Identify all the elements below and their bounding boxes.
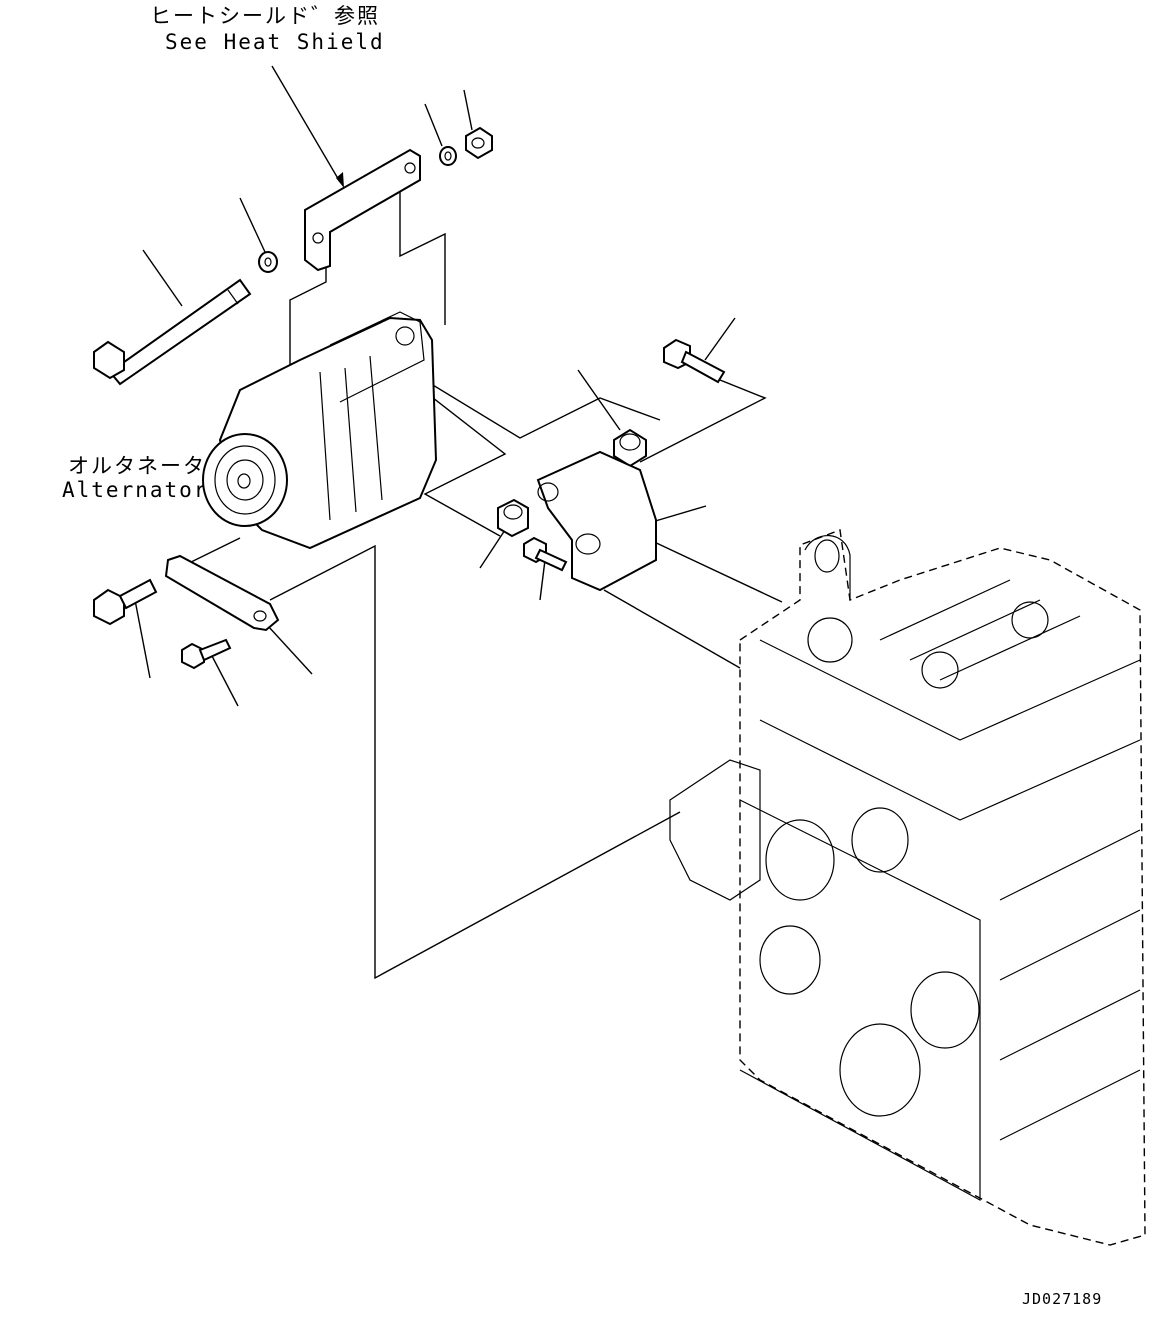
engine-head-lower-edge (759, 719, 1141, 821)
heat-shield-hole-a (312, 232, 324, 244)
heat-shield-plate (304, 148, 421, 272)
washer-mid (258, 251, 278, 273)
engine-case-opening-e (839, 1023, 921, 1117)
heat-shield-label-en: See Heat Shield (165, 30, 385, 54)
collar-shape (613, 428, 647, 468)
lower-small-bolt-head (181, 642, 205, 670)
engine-case-opening-a (765, 819, 835, 901)
washer-top-inner (444, 151, 452, 161)
alternator-pulley (202, 433, 288, 527)
small-bolt (523, 536, 568, 572)
assembly-lines (184, 185, 783, 980)
alternator-label-en: Alternator (62, 478, 209, 502)
spacer-hole (503, 504, 523, 520)
heat-shield-arrow (336, 172, 344, 188)
guide-lower-alt (184, 537, 241, 566)
engine-lift-eye (804, 535, 851, 600)
guide-top-bracket (371, 347, 661, 439)
nut-top-leader (463, 89, 473, 131)
flange-bolt-leader (704, 317, 736, 361)
guide-bracket-engine-top (649, 539, 783, 603)
guide-shield-right (399, 185, 446, 325)
adjusting-bar-shape (164, 554, 280, 632)
flange-bolt (663, 338, 726, 384)
spacer (497, 498, 529, 538)
engine-side-bracket (669, 759, 761, 901)
engine-port-b (921, 651, 959, 689)
long-bolt-head (93, 340, 125, 380)
washer-top (439, 146, 457, 166)
long-bolt (93, 278, 252, 386)
lower-small-bolt-leader (211, 655, 239, 707)
long-bolt-thread (227, 289, 239, 305)
engine-cover-ridges (879, 579, 1081, 681)
alternator-bracket-boss (537, 482, 559, 502)
alternator-mount-hole (395, 326, 415, 346)
adjusting-bar (164, 554, 280, 632)
collar-leader (577, 369, 621, 431)
lower-bolt-head (93, 588, 125, 626)
nut-top (465, 126, 493, 160)
alternator-bracket-hole (575, 533, 601, 555)
spacer-leader (479, 529, 506, 569)
alternator-pulley-hub (226, 459, 264, 501)
long-bolt-shank (108, 278, 252, 386)
heat-shield-hole-b (404, 162, 416, 174)
lower-bolt (93, 578, 158, 626)
small-bolt-shank (534, 548, 568, 572)
guide-flange-bolt (639, 379, 767, 463)
engine-gear-case (739, 799, 981, 1202)
drawing-code: JD027189 (1022, 1290, 1103, 1308)
washer-leader (239, 197, 266, 253)
guide-adjust-engine (269, 544, 681, 980)
alternator-bracket (536, 450, 657, 592)
nut-top-hole (471, 137, 485, 149)
engine-case-opening-c (759, 925, 821, 995)
washer-mid-inner (264, 257, 272, 267)
alternator-bracket-body (536, 450, 657, 592)
lower-bolt-shank (118, 578, 158, 610)
engine-case-opening-d (910, 971, 980, 1049)
heat-shield-leader (271, 65, 341, 183)
collar-hole (619, 433, 641, 451)
flange-bolt-shank (680, 350, 726, 384)
small-bolt-leader (539, 559, 546, 601)
adjust-bar-leader (267, 625, 313, 675)
guide-bracket-engine-low (603, 589, 741, 669)
engine-lift-eye-hole (814, 539, 840, 573)
long-bolt-leader (142, 249, 183, 307)
leader-lines (134, 65, 736, 707)
collar (613, 428, 647, 468)
washer-top-outer (439, 146, 457, 166)
engine-port-a (807, 617, 853, 663)
alternator-pulley-groove (214, 445, 276, 515)
bracket-leader (651, 505, 707, 523)
alternator-shaft (237, 473, 251, 489)
adjusting-bar-hole (253, 610, 267, 622)
engine-head-edge (759, 639, 1141, 741)
guide-mid-bracket (409, 379, 507, 537)
nut-top-shape (465, 126, 493, 160)
engine-block (669, 529, 1146, 1246)
engine-outline (739, 529, 1146, 1246)
heat-shield-label-jp: ヒートシールド゛参照 (150, 4, 380, 28)
engine-port-c (1011, 601, 1049, 639)
alternator-label-jp: オルタネータ (68, 454, 206, 478)
alternator-mount-ear (329, 311, 425, 403)
washer-top-leader (424, 103, 443, 147)
washer-mid-outer (258, 251, 278, 273)
lower-bolt-leader (134, 599, 151, 679)
alternator-ribs (319, 355, 383, 521)
engine-case-opening-b (851, 807, 909, 873)
alternator (202, 311, 438, 550)
lower-small-bolt (181, 638, 232, 670)
heat-shield-bracket (304, 148, 421, 272)
engine-block-ribs (999, 829, 1141, 1141)
lower-small-bolt-shank (198, 638, 232, 662)
